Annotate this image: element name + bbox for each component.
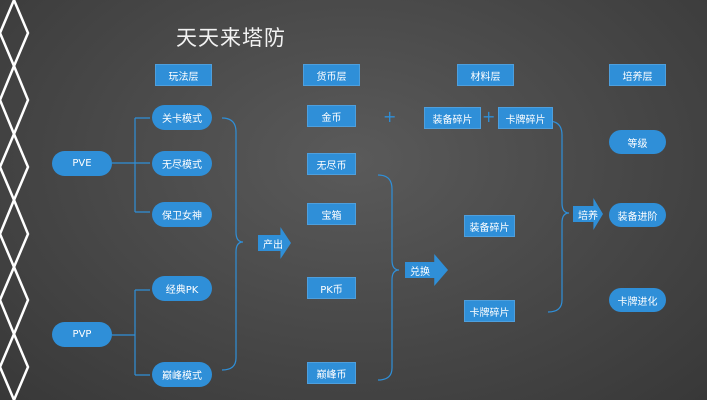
growth-equipment-advance: 装备进阶	[609, 203, 666, 227]
pve-item-defend-goddess: 保卫女神	[152, 202, 212, 227]
currency-pk-coin: PK币	[307, 277, 356, 299]
pve-item-endless-mode: 无尽模式	[152, 151, 212, 176]
currency-endless-coin: 无尽币	[307, 153, 356, 175]
header-gameplay: 玩法层	[155, 64, 212, 86]
material-top-card-fragment: 卡牌碎片	[498, 107, 553, 129]
arrow-exchange: 兑换	[405, 254, 448, 286]
pvp-item-peak-mode: 巅峰模式	[152, 362, 212, 387]
plus-symbol-left: +	[383, 107, 397, 126]
pve-item-level-mode: 关卡模式	[152, 105, 212, 130]
plus-symbol-right: +	[482, 107, 496, 126]
arrow-produce: 产出	[258, 227, 291, 259]
material-top-equipment-fragment: 装备碎片	[424, 107, 481, 129]
pvp-item-classic-pk: 经典PK	[152, 276, 212, 301]
material-equipment-fragment: 装备碎片	[464, 215, 515, 237]
currency-gold: 金币	[307, 105, 356, 127]
growth-level: 等级	[609, 130, 666, 154]
header-material: 材料层	[457, 64, 514, 86]
header-currency: 货币层	[303, 64, 360, 86]
mode-pvp: PVP	[52, 322, 112, 347]
page-title: 天天来塔防	[176, 26, 286, 50]
mode-pve: PVE	[52, 151, 112, 176]
header-growth: 培养层	[609, 64, 666, 86]
material-card-fragment: 卡牌碎片	[464, 300, 515, 322]
arrow-cultivate: 培养	[573, 198, 603, 230]
currency-chest: 宝箱	[307, 203, 356, 225]
currency-peak-coin: 巅峰币	[307, 362, 356, 384]
growth-card-evolution: 卡牌进化	[609, 288, 666, 312]
